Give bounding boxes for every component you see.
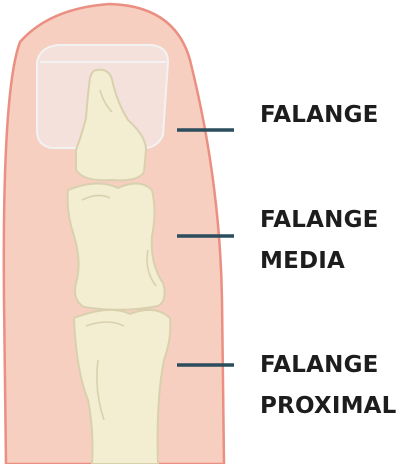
label-falange-distal: FALANGE [260,100,379,130]
middle-phalanx-bone [68,183,165,309]
label-falange-media-line2: MEDIA [260,246,345,276]
label-falange-media-line1: FALANGE [260,205,379,235]
label-falange-proximal-line1: FALANGE [260,350,379,380]
label-falange-proximal-line2: PROXIMAL [260,391,397,421]
